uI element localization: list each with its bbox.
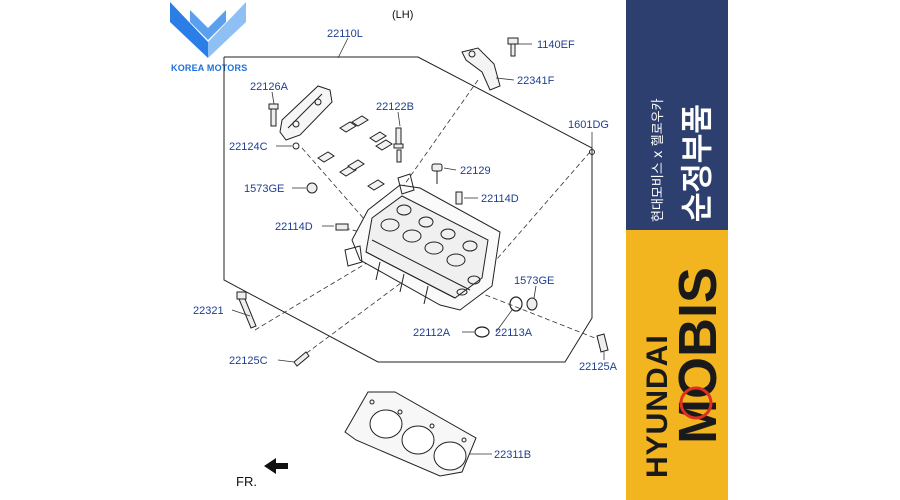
banner-bottom-panel [626,230,728,500]
assembly-outline [223,56,593,363]
cylinder-head-drawing [344,173,501,311]
pin-1601dg-drawing [589,149,595,155]
plug-22129-drawing [431,163,443,184]
mobis-accent-ring-icon [679,386,713,420]
part-label-1573ge-right[interactable]: 1573GE [514,275,554,287]
part-label-22125a[interactable]: 22125A [579,361,618,373]
banner-top-panel [626,0,728,230]
bolt-22321-drawing [236,291,257,329]
dowel-22114d-left-drawing [335,223,349,231]
logo-mark-left [170,2,208,58]
plug-1573ge-right-drawing [526,297,538,311]
bolt-1140ef-drawing [507,37,519,57]
dowel-22114d-right-drawing [455,191,463,205]
part-label-22125c[interactable]: 22125C [229,355,268,367]
banner-korean-small: 현대모비스 x 헬로우카 [651,98,666,222]
stud-22125c-drawing [293,351,310,367]
front-arrow-icon [264,458,288,474]
part-label-1601dg[interactable]: 1601DG [568,119,609,131]
seal-22112a-drawing [474,326,490,338]
part-label-22112a[interactable]: 22112A [413,327,451,339]
part-label-22341f[interactable]: 22341F [517,75,555,87]
banner-korean-big: 순정부품 [678,104,716,222]
part-label-22124c[interactable]: 22124C [229,141,268,153]
rocker-bracket-drawing [279,85,333,141]
plug-1573ge-left-drawing [306,182,318,194]
part-label-22311b[interactable]: 22311B [494,449,531,461]
seal-22113a-drawing [509,296,523,312]
part-label-22129[interactable]: 22129 [460,165,491,177]
part-label-1140ef[interactable]: 1140EF [537,39,575,51]
washer-22124c-drawing [292,142,300,150]
part-label-22114d-left[interactable]: 22114D [275,221,313,233]
logo-mark-right [208,2,246,58]
head-gasket-22311b-drawing [344,391,477,477]
bolt-22126a-drawing [268,103,279,127]
part-label-22126a[interactable]: 22126A [250,81,289,93]
bracket-22341f-drawing [461,47,501,91]
part-label-22113a[interactable]: 22113A [495,327,533,339]
logo-text: KOREA MOTORS [171,63,247,73]
part-label-22122b[interactable]: 22122B [376,101,414,113]
mobis-banner: 현대모비스 x 헬로우카 순정부품 HYUNDAI MOBIS [626,0,728,500]
banner-brand-mobis: MOBIS [668,267,728,444]
stud-22125a-drawing [596,333,609,353]
logo-mark-center [190,10,226,40]
cam-caps-drawing [317,115,393,191]
part-label-22114d-right[interactable]: 22114D [481,193,519,205]
leader-lines [231,37,605,455]
bolt-22122b-drawing [393,127,404,163]
view-label: (LH) [392,9,413,21]
banner-brand-hyundai: HYUNDAI [641,334,674,478]
front-marker-label: FR. [236,474,257,489]
part-labels: 22110L 1140EF 22341F 22126A 22122B 1601D… [193,28,618,461]
part-label-22110l[interactable]: 22110L [327,28,363,40]
part-label-1573ge-left[interactable]: 1573GE [244,183,284,195]
part-label-22321[interactable]: 22321 [193,305,224,317]
korea-motors-logo[interactable]: KOREA MOTORS [170,2,247,73]
